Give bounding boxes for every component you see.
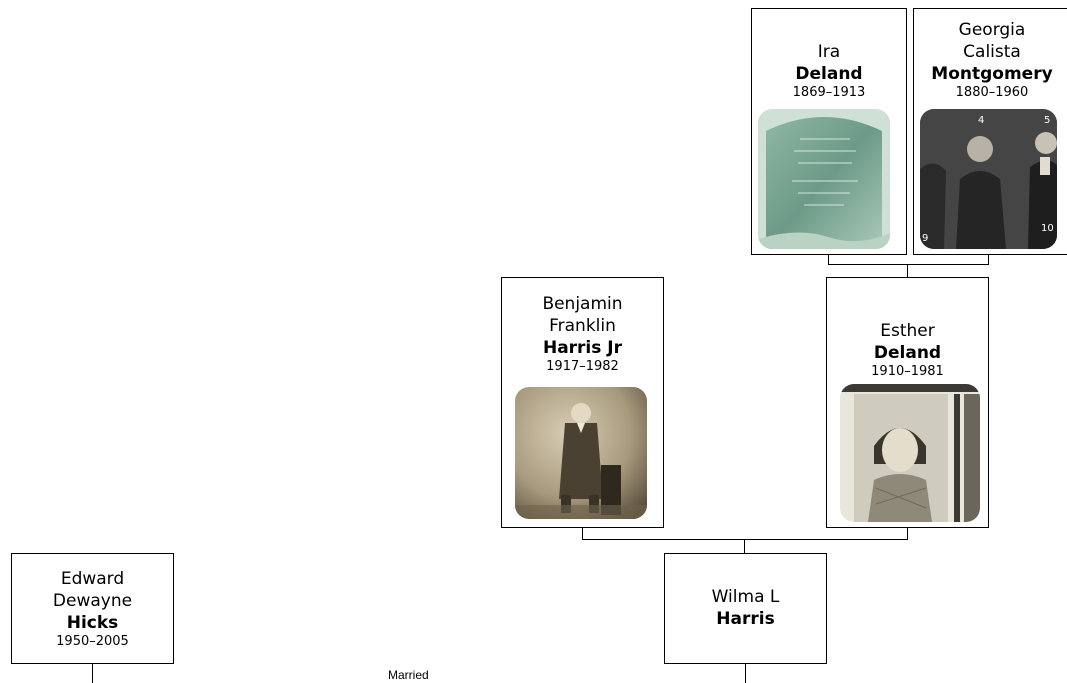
given-name: Wilma L <box>711 587 780 607</box>
connector-line <box>907 264 908 278</box>
given-name-middle: Franklin <box>549 316 616 336</box>
surname: Hicks <box>66 613 119 633</box>
spouse-connector-line <box>745 664 746 683</box>
given-name-middle: Calista <box>963 42 1021 62</box>
person-card-georgia-montgomery[interactable]: Georgia Calista Montgomery 1880–1960 4 5… <box>913 8 1067 255</box>
person-card-ira-deland[interactable]: Ira Deland 1869–1913 <box>751 8 907 255</box>
life-dates: 1880–1960 <box>955 85 1029 100</box>
photo-number-10: 10 <box>1041 223 1054 234</box>
photo-number-4: 4 <box>978 115 984 126</box>
given-name: Ira <box>817 42 841 62</box>
connector-line <box>582 528 583 540</box>
given-name-first: Georgia <box>958 20 1026 40</box>
life-dates: 1950–2005 <box>56 634 129 649</box>
given-name-first: Edward <box>60 569 125 589</box>
photo-number-5: 5 <box>1044 115 1050 126</box>
surname: Harris Jr <box>542 338 623 358</box>
surname: Deland <box>873 343 942 363</box>
spouse-connector-line <box>92 664 93 683</box>
yearbook-portrait-photo[interactable] <box>840 384 980 522</box>
person-card-esther-deland[interactable]: Esther Deland 1910–1981 <box>826 277 989 528</box>
life-dates: 1917–1982 <box>546 359 619 374</box>
given-name-first: Benjamin <box>542 294 623 314</box>
photo-number-9: 9 <box>922 233 928 244</box>
connector-line <box>828 264 989 265</box>
person-card-benjamin-harris[interactable]: Benjamin Franklin Harris Jr 1917–1982 <box>501 277 664 528</box>
group-portrait-photo[interactable]: 4 5 9 10 <box>920 109 1057 249</box>
connector-line <box>828 255 829 265</box>
connector-line <box>744 539 745 553</box>
life-dates: 1869–1913 <box>792 85 866 100</box>
given-name-middle: Dewayne <box>52 591 133 611</box>
life-dates: 1910–1981 <box>871 364 944 379</box>
connector-line <box>988 255 989 265</box>
given-name: Esther <box>880 321 935 341</box>
gravestone-photo[interactable] <box>758 109 890 249</box>
person-card-edward-hicks[interactable]: Edward Dewayne Hicks 1950–2005 <box>11 553 174 664</box>
connector-line <box>582 539 908 540</box>
connector-line <box>907 528 908 540</box>
surname: Montgomery <box>931 64 1053 84</box>
surname: Deland <box>795 64 863 84</box>
marriage-label: Married <box>388 668 429 682</box>
boy-portrait-photo[interactable] <box>515 387 647 519</box>
surname: Harris <box>716 609 775 629</box>
person-card-wilma-harris[interactable]: Wilma L Harris <box>664 553 827 664</box>
